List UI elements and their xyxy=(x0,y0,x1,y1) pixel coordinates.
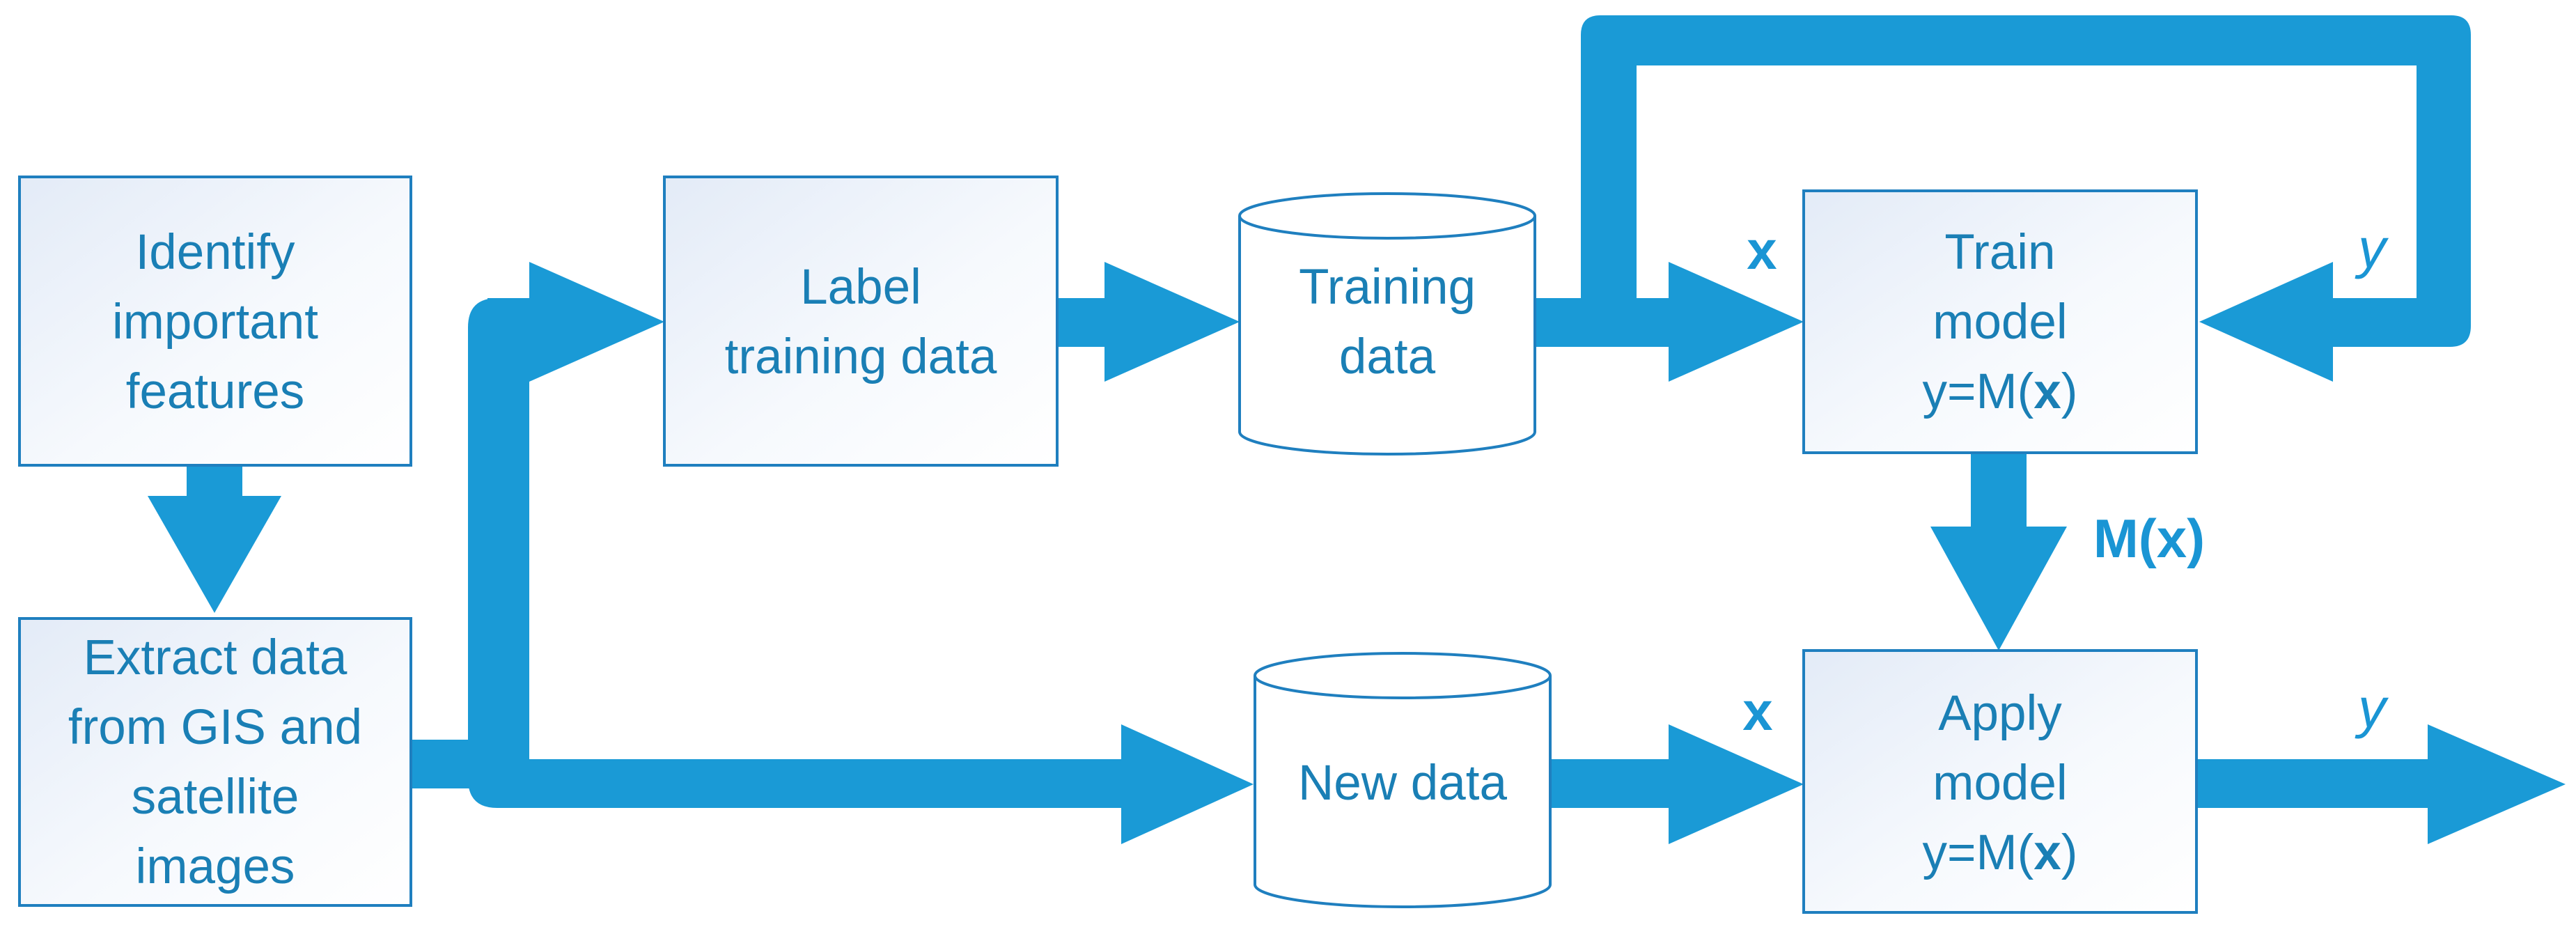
arrow-new-data-to-apply xyxy=(1547,724,1804,844)
box-identify: Identify important features xyxy=(18,176,412,467)
label-line-2: training data xyxy=(725,329,997,384)
arrows xyxy=(148,15,2566,844)
arrow-apply-output xyxy=(2198,724,2566,844)
apply-formula: y=M(x) xyxy=(1923,825,2078,880)
apply-line-1: Apply xyxy=(1938,686,2062,741)
label-line-1: Label xyxy=(800,260,921,315)
identify-line-1: Identify xyxy=(136,225,295,280)
cylinder-new-data: New data xyxy=(1254,652,1552,908)
box-apply-model: Apply model y=M(x) xyxy=(1802,649,2198,914)
identify-line-3: features xyxy=(126,364,305,419)
edge-label-apply-x: x xyxy=(1742,680,1772,742)
arrow-label-to-training-data xyxy=(1057,262,1240,382)
extract-line-1: Extract data xyxy=(84,630,348,685)
train-line-1: Train xyxy=(1944,225,2055,280)
training-data-line-1: Training xyxy=(1299,260,1476,315)
extract-line-2: from GIS and xyxy=(68,700,362,755)
arrow-train-to-apply xyxy=(1930,453,2067,651)
arrow-extract-split xyxy=(411,262,1254,844)
edge-label-model-mx: M(x) xyxy=(2093,508,2205,569)
new-data-label: New data xyxy=(1298,756,1507,811)
edge-label-train-y: y xyxy=(2355,217,2389,279)
edge-label-train-x: x xyxy=(1747,219,1777,281)
extract-line-4: images xyxy=(136,839,295,894)
training-data-line-2: data xyxy=(1339,329,1436,384)
train-formula: y=M(x) xyxy=(1923,364,2078,419)
cylinder-training-data: Training data xyxy=(1238,192,1536,456)
box-train-model: Train model y=M(x) xyxy=(1802,189,2198,454)
identify-line-2: important xyxy=(112,295,318,350)
edge-label-apply-y: y xyxy=(2355,677,2389,739)
box-label-training-data: Label training data xyxy=(663,176,1059,467)
apply-line-2: model xyxy=(1933,756,2067,811)
extract-line-3: satellite xyxy=(132,770,299,825)
train-line-2: model xyxy=(1933,295,2067,350)
box-extract: Extract data from GIS and satellite imag… xyxy=(18,617,412,907)
arrow-feedback-loop xyxy=(1581,15,2471,382)
arrow-identify-to-extract xyxy=(148,465,281,613)
